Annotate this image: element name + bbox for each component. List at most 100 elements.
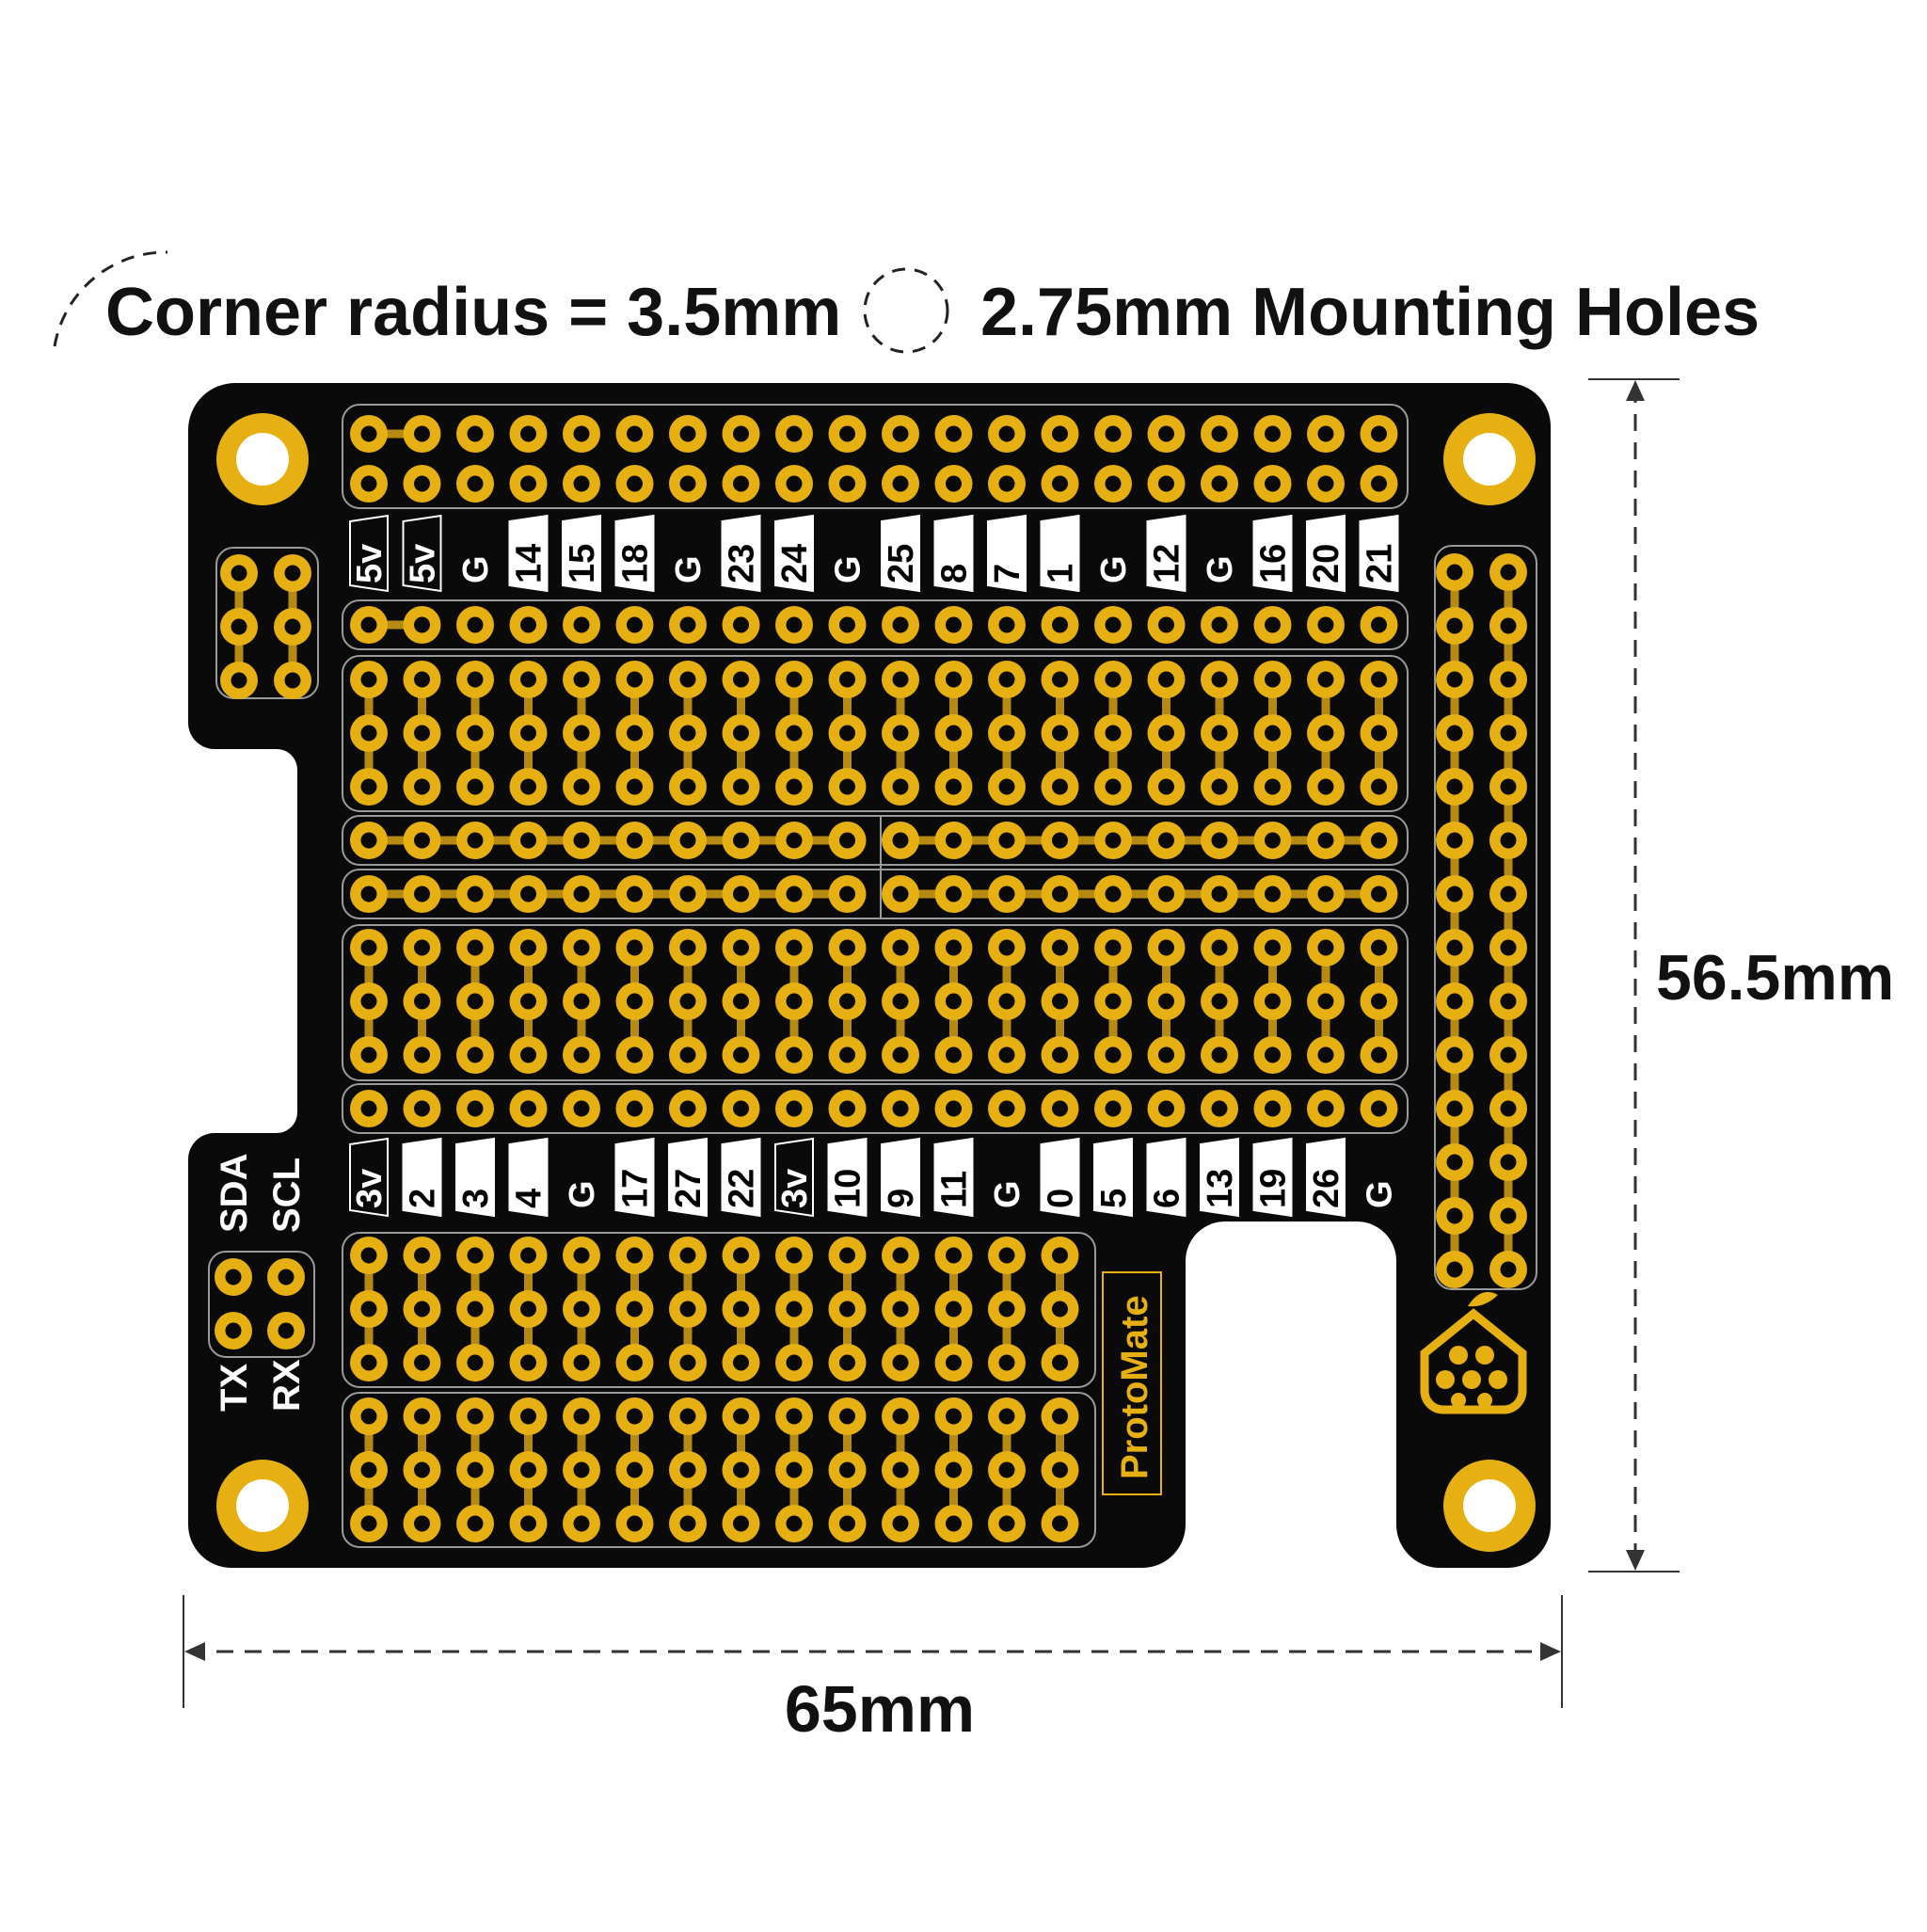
pad-hole	[998, 671, 1015, 688]
legend: Corner radius = 3.5mm 2.75mm Mounting Ho…	[53, 250, 1760, 354]
pad-hole	[1446, 886, 1463, 902]
pin-label: 3	[456, 1189, 496, 1208]
pin-label-box	[987, 514, 1027, 593]
pad-hole	[360, 475, 377, 492]
pad-hole	[1158, 425, 1174, 442]
pad-hole	[1052, 725, 1068, 742]
pad-hole	[1317, 993, 1334, 1010]
pin-label-box	[1306, 514, 1346, 593]
pad-hole	[892, 939, 909, 956]
pad-group-outline	[342, 599, 1409, 650]
pad-hole	[573, 671, 590, 688]
pad-hole	[627, 832, 643, 849]
pad-hole	[1265, 939, 1281, 956]
pad-hole	[520, 832, 536, 849]
pin-label-box	[614, 514, 655, 593]
pin-label: 1	[1042, 564, 1081, 583]
pad-hole	[1158, 616, 1174, 633]
pin-label: 25	[882, 544, 921, 583]
pad-hole	[786, 475, 803, 492]
pin-label-box	[827, 1137, 868, 1218]
pad-hole	[573, 616, 590, 633]
pad-hole	[786, 1100, 803, 1117]
pad-hole	[946, 939, 962, 956]
pad-hole	[1052, 1046, 1068, 1063]
pad-hole	[946, 1408, 962, 1425]
pad-hole	[1105, 886, 1122, 902]
pad-hole	[733, 1100, 749, 1117]
pin-label-box	[402, 514, 442, 593]
pad-hole	[1158, 832, 1174, 849]
pad-hole	[839, 1354, 855, 1371]
pad-hole	[786, 1461, 803, 1478]
pad-hole	[414, 616, 430, 633]
pin-label: 11	[935, 1171, 975, 1208]
pad-hole	[1446, 1207, 1463, 1224]
pad-hole	[467, 1046, 484, 1063]
pad-hole	[892, 1247, 909, 1264]
pad-hole	[414, 1301, 430, 1317]
brand-label: ProtoMate	[1114, 1295, 1155, 1479]
pin-label: 10	[829, 1169, 868, 1208]
pad-hole	[998, 778, 1015, 795]
pad-hole	[1105, 1046, 1122, 1063]
pin-label-box	[508, 1137, 549, 1218]
pad-hole	[414, 1461, 430, 1478]
pad-hole	[1211, 939, 1228, 956]
pin-label-box	[1040, 514, 1080, 593]
pad-hole	[892, 1461, 909, 1478]
pad-hole	[573, 1046, 590, 1063]
pad-hole	[892, 725, 909, 742]
pad-hole	[998, 1247, 1015, 1264]
pad-hole	[627, 1461, 643, 1478]
pin-label: 3v	[350, 1169, 390, 1208]
pad-hole	[1158, 993, 1174, 1010]
pad-hole	[231, 672, 247, 689]
pad-hole	[520, 671, 536, 688]
pin-label-box	[349, 514, 389, 593]
pad-hole	[1317, 886, 1334, 902]
pad-hole	[786, 425, 803, 442]
pad-hole	[1500, 1100, 1517, 1117]
pad-hole	[786, 939, 803, 956]
pad-hole	[520, 1046, 536, 1063]
pad-hole	[946, 425, 962, 442]
pad-hole	[786, 1408, 803, 1425]
pad-hole	[1105, 425, 1122, 442]
pad-hole	[1265, 886, 1281, 902]
pad-hole	[946, 725, 962, 742]
pad-hole	[360, 886, 377, 902]
pad-hole	[1052, 832, 1068, 849]
pad-hole	[1317, 939, 1334, 956]
pad-hole	[839, 1100, 855, 1117]
pad-hole	[414, 1354, 430, 1371]
pad-hole	[1371, 671, 1387, 688]
pad-hole	[892, 778, 909, 795]
pad-hole	[1211, 1046, 1228, 1063]
pad-hole	[733, 1354, 749, 1371]
pad-group-outline	[342, 1232, 1096, 1388]
pad-hole	[892, 425, 909, 442]
pad-hole	[892, 993, 909, 1010]
pad-hole	[360, 725, 377, 742]
mounting-hole-icon	[863, 267, 949, 354]
pad-hole	[573, 1515, 590, 1532]
pad-hole	[414, 886, 430, 902]
pad-hole	[839, 671, 855, 688]
pin-label: G	[1201, 555, 1240, 583]
pad-hole	[520, 1247, 536, 1264]
mounting-hole-center	[1463, 1479, 1516, 1532]
pad-hole	[520, 993, 536, 1010]
pad-hole	[733, 939, 749, 956]
pad-hole	[1211, 993, 1228, 1010]
pad-hole	[998, 1354, 1015, 1371]
pad-hole	[786, 616, 803, 633]
pad-hole	[467, 425, 484, 442]
pad-hole	[520, 475, 536, 492]
pad-hole	[1211, 671, 1228, 688]
pad-hole	[1446, 564, 1463, 581]
pad-hole	[1052, 1301, 1068, 1317]
pad-hole	[467, 1515, 484, 1532]
pad-hole	[414, 1100, 430, 1117]
pin-label: 16	[1254, 544, 1294, 583]
